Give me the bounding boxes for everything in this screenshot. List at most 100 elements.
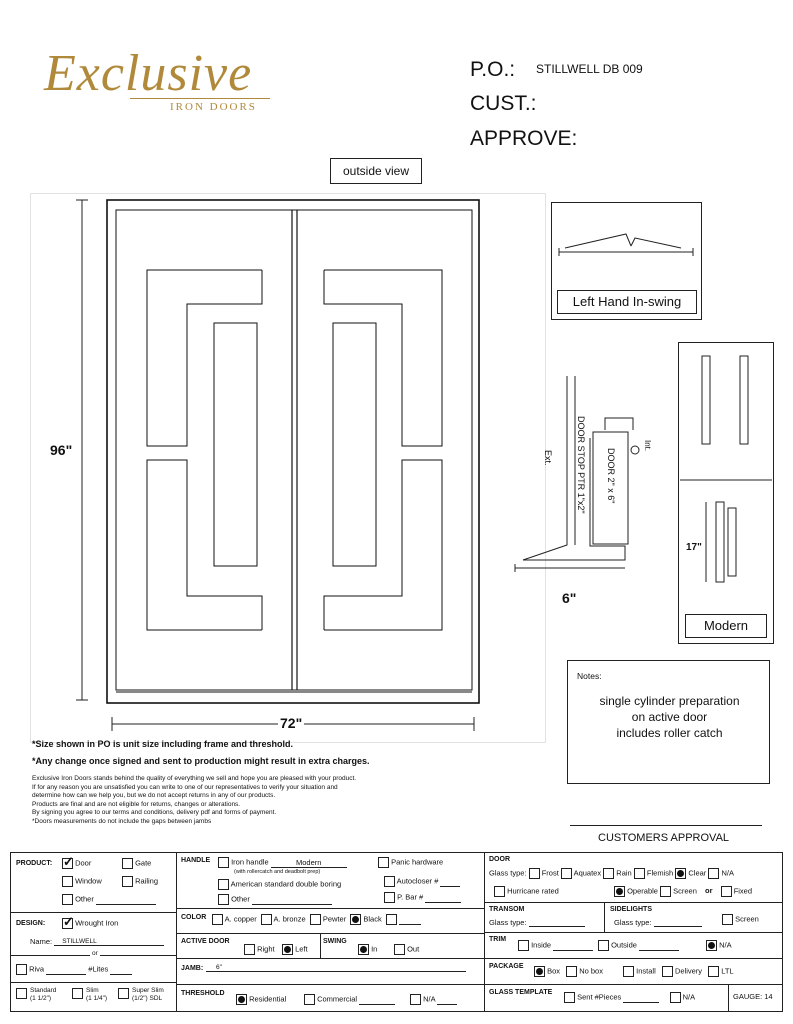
design-superslim-sub: (1/2") SDL (132, 995, 163, 1002)
door-glass-type-label: Glass type: (489, 868, 527, 878)
design-superslim-checkbox[interactable] (118, 988, 129, 999)
design-wrought-checkbox[interactable] (62, 914, 74, 930)
handle-other-checkbox[interactable] (218, 894, 229, 905)
product-other-label: Other (75, 894, 94, 904)
design-slim-checkbox[interactable] (72, 988, 83, 999)
trim-outside-label: Outside (611, 940, 637, 950)
jamb-field[interactable]: 6" (206, 964, 466, 972)
design-standard-checkbox[interactable] (16, 988, 27, 999)
approval-signature-line[interactable] (570, 825, 762, 826)
door-frost-checkbox[interactable] (528, 868, 540, 879)
door-flemish-checkbox[interactable] (633, 868, 645, 879)
swing-out-label: Out (407, 944, 420, 954)
swing-box (551, 202, 702, 320)
product-window-checkbox[interactable] (62, 876, 73, 887)
door-stop-label: DOOR STOP PTR 1"x2" (576, 416, 586, 514)
terms-line: By signing you agree to our terms and co… (32, 809, 277, 816)
product-door-checkbox[interactable] (62, 854, 74, 870)
active-door-title: ACTIVE DOOR (181, 938, 230, 945)
color-pewter-label: Pewter (322, 914, 347, 924)
trim-inside-checkbox[interactable] (518, 940, 529, 951)
active-right-checkbox[interactable] (244, 944, 255, 955)
product-door-label: Door (75, 858, 92, 868)
trim-na-checkbox[interactable] (706, 940, 717, 951)
package-delivery-checkbox[interactable] (661, 966, 673, 977)
door-clear-checkbox[interactable] (675, 868, 687, 879)
handle-panic-checkbox[interactable] (378, 857, 389, 868)
active-left-label: Left (295, 944, 308, 954)
threshold-na-checkbox[interactable] (410, 994, 421, 1005)
door-rain-checkbox[interactable] (603, 868, 615, 879)
door-frost-label: Frost (541, 868, 559, 878)
product-gate-label: Gate (135, 858, 152, 868)
door-fixed-checkbox[interactable] (720, 886, 732, 897)
swing-out-checkbox[interactable] (394, 944, 405, 955)
jamb-width-label: 6" (562, 590, 577, 606)
outside-view-label: outside view (330, 158, 422, 184)
color-black-checkbox[interactable] (350, 914, 362, 925)
door-aquatex-checkbox[interactable] (560, 868, 572, 879)
color-copper-checkbox[interactable] (212, 914, 223, 925)
package-nobox-checkbox[interactable] (566, 966, 578, 977)
handle-iron-field[interactable]: Modern (270, 858, 347, 868)
product-railing-checkbox[interactable] (122, 876, 133, 887)
glass-template-pieces-label: #Pieces (594, 992, 622, 1002)
door-operable-checkbox[interactable] (614, 886, 625, 897)
trim-outside-checkbox[interactable] (598, 940, 609, 951)
design-name-field[interactable]: STILLWELL (54, 938, 165, 946)
door-size-label: DOOR 2" x 6" (606, 448, 616, 504)
handle-height-label: 17" (686, 542, 702, 553)
transom-glass-field[interactable] (528, 926, 585, 927)
terms-line: Exclusive Iron Doors stands behind the q… (32, 775, 357, 782)
notes-box: Notes: single cylinder preparation on ac… (567, 660, 770, 784)
sidelights-screen-label: Screen (735, 914, 759, 924)
approval-label: CUSTOMERS APPROVAL (598, 832, 730, 844)
width-label: 72" (278, 715, 305, 731)
trim-inside-label: Inside (531, 940, 552, 950)
door-hurricane-label: Hurricane rated (507, 886, 559, 896)
color-bronze-checkbox[interactable] (260, 914, 272, 925)
product-gate-checkbox[interactable] (122, 858, 133, 869)
door-na-label: N/A (721, 868, 734, 878)
sidelights-glass-field[interactable] (653, 926, 702, 927)
glass-template-na-checkbox[interactable] (669, 992, 681, 1003)
door-operable-label: Operable (627, 886, 658, 896)
product-other-checkbox[interactable] (62, 894, 73, 905)
handle-autocloser-checkbox[interactable] (384, 876, 395, 887)
design-title: DESIGN: (16, 920, 46, 927)
style-label-box: Modern (685, 614, 767, 638)
glass-template-sent-label: Sent (577, 992, 593, 1002)
sidelights-screen-checkbox[interactable] (722, 914, 733, 925)
door-na-checkbox[interactable] (708, 868, 720, 879)
package-ltl-checkbox[interactable] (708, 966, 720, 977)
handle-iron-checkbox[interactable] (218, 857, 229, 868)
threshold-title: THRESHOLD (181, 990, 225, 997)
threshold-residential-label: Residential (249, 994, 287, 1004)
swing-in-checkbox[interactable] (358, 944, 369, 955)
color-other-checkbox[interactable] (385, 914, 397, 925)
package-install-checkbox[interactable] (623, 966, 635, 977)
door-hurricane-checkbox[interactable] (494, 886, 505, 897)
package-title: PACKAGE (489, 963, 524, 970)
glass-template-sent-checkbox[interactable] (564, 992, 575, 1003)
design-riva-checkbox[interactable] (16, 964, 27, 975)
handle-other-label: Other (231, 894, 250, 904)
color-pewter-checkbox[interactable] (309, 914, 321, 925)
threshold-commercial-checkbox[interactable] (304, 994, 315, 1005)
handle-pbar-checkbox[interactable] (384, 892, 395, 903)
handle-iron-value: Modern (296, 858, 322, 867)
package-box-checkbox[interactable] (534, 966, 545, 977)
handle-american-checkbox[interactable] (218, 879, 229, 890)
design-superslim-label: Super Slim (132, 987, 164, 994)
terms-line: determine how can we help you, but we do… (32, 792, 276, 799)
threshold-commercial-label: Commercial (317, 994, 358, 1004)
design-riva-label: Riva (29, 964, 45, 974)
door-screen-checkbox[interactable] (660, 886, 672, 897)
design-standard-label: Standard (30, 987, 57, 994)
design-slim-label: Slim (86, 987, 99, 994)
logo-sub: IRON DOORS (170, 101, 257, 113)
active-left-checkbox[interactable] (282, 944, 293, 955)
jamb-value: 6" (216, 964, 222, 971)
package-delivery-label: Delivery (674, 966, 703, 976)
threshold-residential-checkbox[interactable] (236, 994, 247, 1005)
